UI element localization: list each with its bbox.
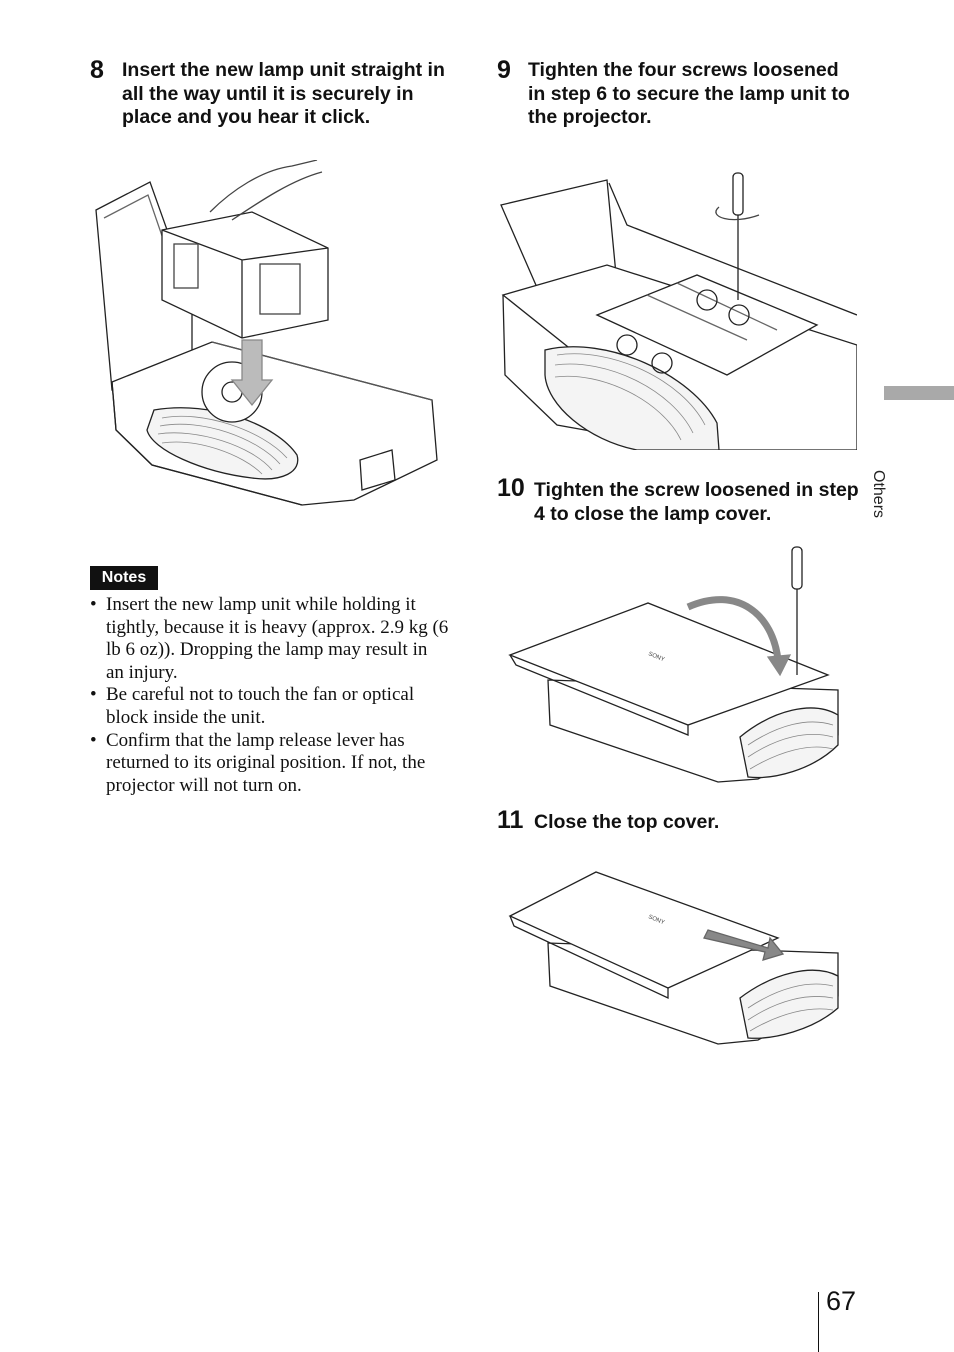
sony-logo: SONY [647,914,665,926]
section-label: Others [870,470,887,519]
sony-logo: SONY [647,651,665,663]
step-10-number: 10 [497,474,525,502]
lamp-insertion-illustration [92,160,440,525]
note-bullet: • [90,684,97,706]
step-11-instruction: Close the top cover. [534,811,720,833]
page-number: 67 [826,1286,857,1316]
notes-list: • Insert the new lamp unit while holding … [90,594,450,797]
step-9-instruction: Tighten the four screws loosened in step… [528,59,850,128]
step-8-instruction: Insert the new lamp unit straight in all… [122,59,445,128]
note-text: Be careful not to touch the fan or optic… [106,684,415,728]
page-number-rule [818,1292,819,1352]
note-item: • Be careful not to touch the fan or opti… [90,684,450,729]
note-text: Insert the new lamp unit while holding i… [106,594,449,683]
step-9-number: 9 [497,56,511,84]
note-bullet: • [90,594,97,615]
note-bullet: • [90,729,97,751]
note-item: • Insert the new lamp unit while holding … [90,594,450,684]
step-8-number: 8 [90,56,104,84]
note-item: • Confirm that the lamp release lever has… [90,730,450,798]
section-tab [884,386,954,400]
notes-label: Notes [90,566,158,590]
note-text: Confirm that the lamp release lever has … [106,729,426,796]
top-cover-closing-illustration: SONY [508,868,843,1048]
step-10-instruction: Tighten the screw loosened in step 4 to … [534,479,859,525]
screw-tightening-illustration [497,165,857,450]
lamp-cover-closing-illustration: SONY [508,545,843,785]
step-11-number: 11 [497,806,524,834]
